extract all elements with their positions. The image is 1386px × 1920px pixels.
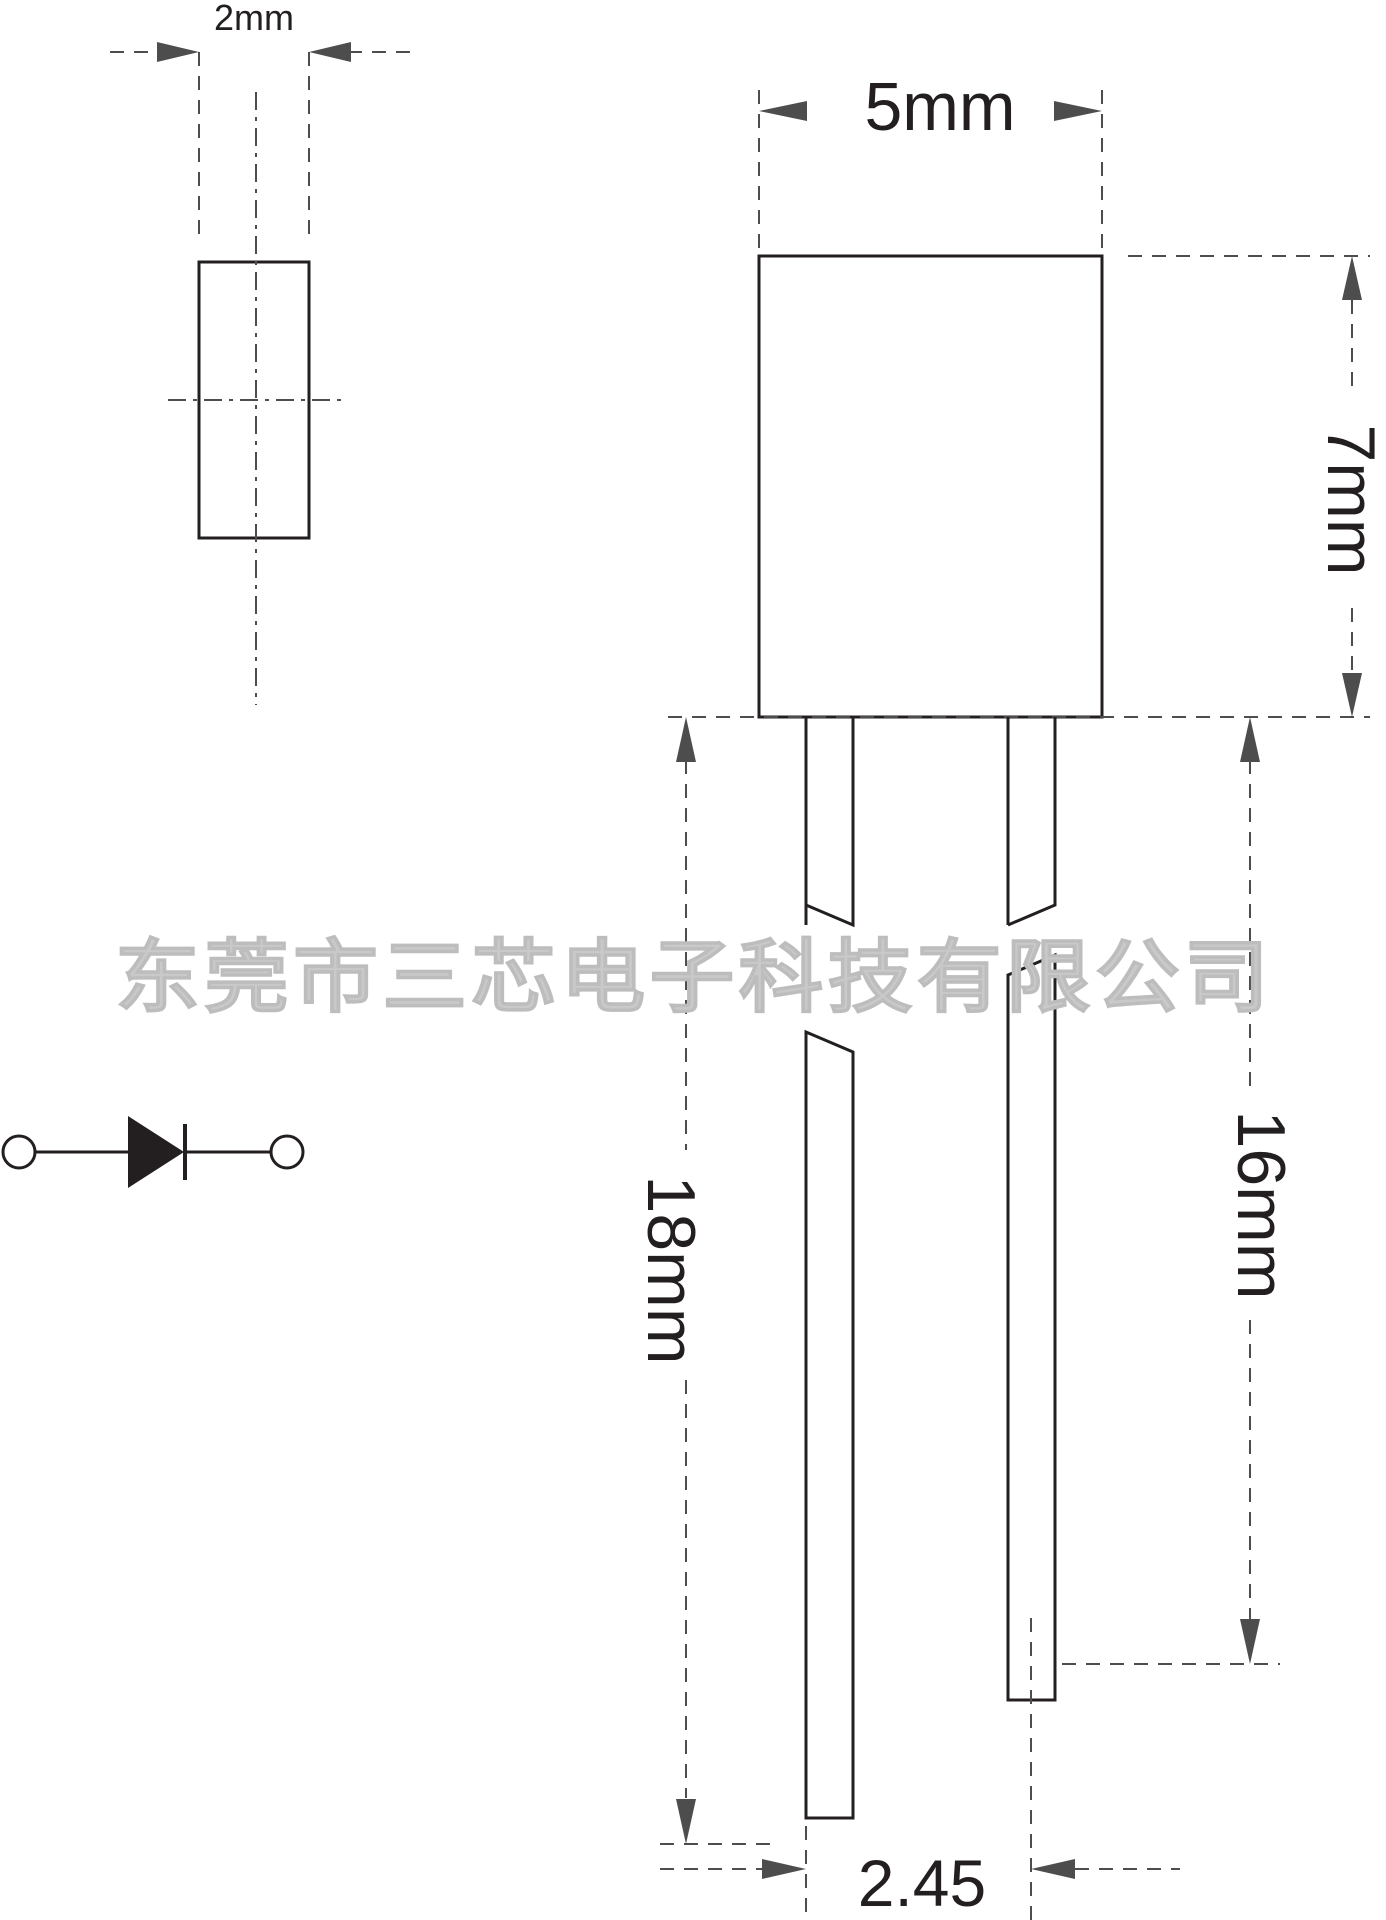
long-lead-label: 18mm: [633, 1176, 709, 1365]
short-lead-lower: [1006, 952, 1057, 1702]
short-lead-arrow-bottom: [1240, 1619, 1260, 1664]
terminal-left: [1, 1134, 37, 1170]
diode-triangle: [128, 1116, 184, 1188]
side-view-body: [197, 260, 311, 540]
long-lead-dimension: 18mm: [633, 717, 780, 1845]
short-lead-dimension: 16mm: [1062, 717, 1299, 1665]
body-width-label: 5mm: [864, 69, 1015, 145]
body-width-arrow-right: [1054, 101, 1102, 121]
long-lead-lower: [804, 1029, 855, 1820]
body-height-arrow-top: [1342, 256, 1362, 300]
short-lead-upper: [1006, 717, 1057, 927]
body-height-label: 7mm: [1313, 424, 1386, 575]
long-lead-upper: [804, 717, 855, 928]
front-view: 5mm 7mm: [668, 69, 1386, 719]
short-lead-arrow-top: [1240, 717, 1260, 762]
body-height-arrow-bottom: [1342, 673, 1362, 717]
diode-symbol-icon: [1, 1116, 305, 1188]
long-lead-arrow-top: [676, 717, 696, 762]
side-dim-arrow-left: [157, 42, 199, 62]
pitch-dimension: 2.45: [660, 1618, 1180, 1920]
leads: [804, 717, 1057, 1820]
side-dim-arrow-right: [309, 42, 351, 62]
pitch-arrow-right: [1031, 1859, 1075, 1879]
body-width-arrow-left: [759, 101, 807, 121]
side-width-label: 2mm: [214, 0, 294, 38]
side-view: 2mm: [110, 0, 415, 705]
company-watermark: 东莞市三芯电子科技有限公司: [115, 931, 1273, 1024]
long-lead-arrow-bottom: [676, 1799, 696, 1844]
terminal-right: [269, 1134, 305, 1170]
pitch-label: 2.45: [858, 1846, 986, 1920]
pitch-arrow-left: [762, 1859, 806, 1879]
led-body: [757, 254, 1104, 719]
short-lead-label: 16mm: [1223, 1111, 1299, 1300]
